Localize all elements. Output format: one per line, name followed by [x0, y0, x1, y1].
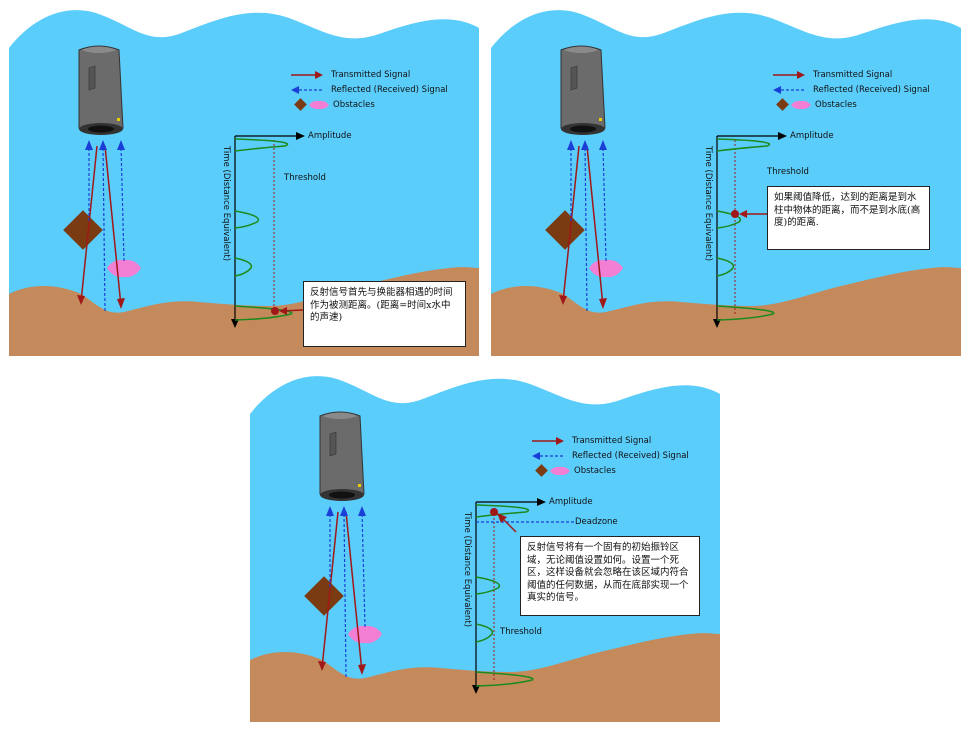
legend-obstacles: Obstacles [574, 466, 616, 476]
legend-reflected: Reflected (Received) Signal [572, 451, 689, 461]
panel-2: Transmitted Signal Reflected (Received) … [491, 6, 961, 356]
amplitude-label: Amplitude [549, 497, 593, 507]
amplitude-label: Amplitude [308, 131, 352, 141]
transducer-icon [78, 45, 124, 135]
panel-2-scene [491, 10, 961, 356]
threshold-label: Threshold [767, 167, 809, 177]
threshold-label: Threshold [284, 173, 326, 183]
panel-3-note: 反射信号将有一个固有的初始振铃区域，无论阈值设置如何。设置一个死区，这样设备就会… [520, 536, 700, 616]
legend-transmitted: Transmitted Signal [813, 70, 893, 80]
obstacle-fish-icon [107, 259, 141, 278]
obstacle-box-icon [545, 210, 585, 250]
deadzone-label: Deadzone [575, 517, 618, 527]
transducer-icon [560, 45, 606, 135]
amplitude-label: Amplitude [790, 131, 834, 141]
seabed [250, 633, 720, 722]
panel-3-scene [250, 376, 720, 722]
obstacle-box-icon [63, 210, 103, 250]
obstacle-box-icon [304, 576, 344, 616]
time-axis-label: Time (Distance Equivalent) [703, 146, 713, 262]
transducer-icon [319, 411, 365, 501]
obstacle-fish-icon [348, 625, 382, 644]
legend-obstacles: Obstacles [815, 100, 857, 110]
panel-1: Transmitted Signal Reflected (Received) … [9, 6, 479, 356]
threshold-label: Threshold [500, 627, 542, 637]
seabed [491, 267, 961, 356]
legend-reflected: Reflected (Received) Signal [813, 85, 930, 95]
time-axis-label: Time (Distance Equivalent) [462, 512, 472, 628]
legend-transmitted: Transmitted Signal [331, 70, 411, 80]
panel-2-note: 如果阈值降低，达到的距离是到水柱中物体的距离，而不是到水底(高度)的距离. [767, 186, 930, 250]
legend-obstacles: Obstacles [333, 100, 375, 110]
panel-3: Transmitted Signal Reflected (Received) … [250, 372, 720, 722]
obstacle-fish-icon [589, 259, 623, 278]
legend-reflected: Reflected (Received) Signal [331, 85, 448, 95]
panel-1-note: 反射信号首先与换能器相遇的时间作为被测距离。(距离=时间x水中的声速) [303, 281, 466, 347]
time-axis-label: Time (Distance Equivalent) [221, 146, 231, 262]
legend-transmitted: Transmitted Signal [572, 436, 652, 446]
